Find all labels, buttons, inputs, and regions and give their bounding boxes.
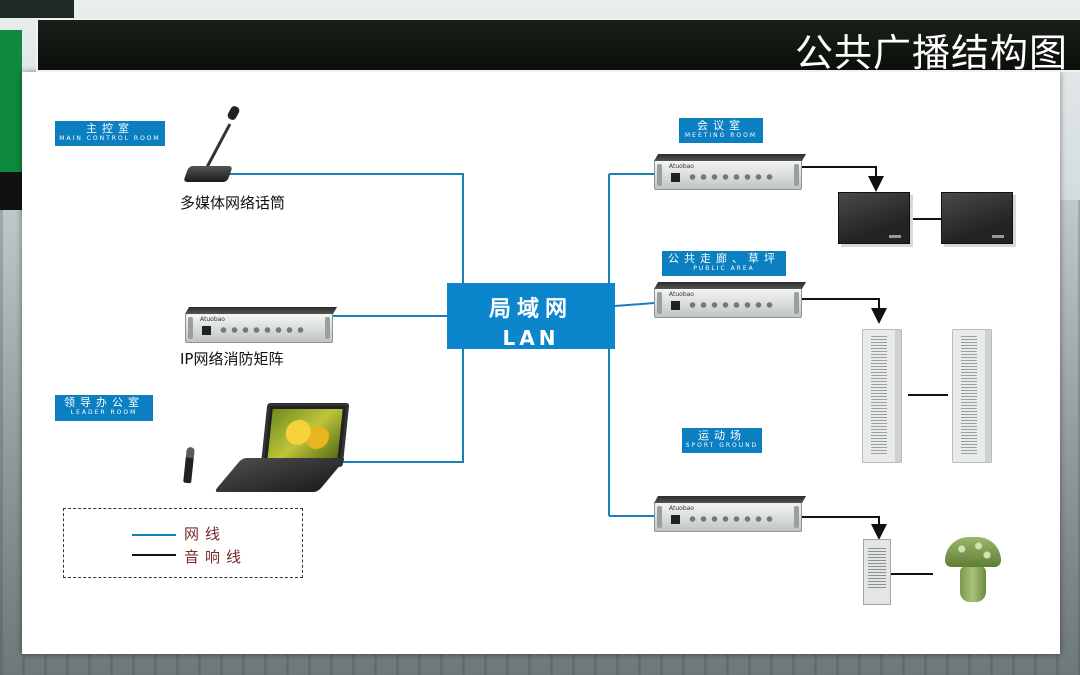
audio-line-sport bbox=[801, 516, 887, 540]
caption-network-microphone: 多媒体网络话筒 bbox=[180, 194, 286, 212]
device-knobs bbox=[218, 326, 308, 334]
tag-main-control-room: 主控室 MAIN CONTROL ROOM bbox=[55, 121, 165, 146]
legend-network-swatch bbox=[132, 534, 176, 536]
dark-accent-top bbox=[0, 0, 74, 18]
lan-hub-cn: 局域网 bbox=[488, 297, 573, 322]
audio-line-public bbox=[801, 298, 887, 324]
column-speaker bbox=[952, 329, 992, 463]
device-knobs bbox=[687, 173, 777, 181]
tag-sport-cn: 运动场 bbox=[698, 429, 746, 442]
legend-network-label: 网线 bbox=[184, 525, 227, 543]
rack-handle bbox=[325, 317, 330, 339]
tag-sport-ground: 运动场 SPORT GROUND bbox=[682, 428, 762, 453]
lawn-speaker-stem bbox=[960, 566, 986, 602]
page-title: 公共广播结构图 bbox=[794, 31, 1068, 75]
amplifier-meeting-room: Atuobao bbox=[654, 160, 802, 190]
network-line-mic bbox=[228, 173, 464, 283]
device-logo: Atuobao bbox=[669, 291, 694, 298]
device-logo: Atuobao bbox=[200, 316, 225, 323]
rack-handle bbox=[657, 292, 662, 314]
tag-public-area: 公共走廊、草坪 PUBLIC AREA bbox=[662, 251, 786, 276]
wall-box-speaker bbox=[838, 192, 910, 244]
rack-handle bbox=[794, 164, 799, 186]
lan-hub-en: LAN bbox=[502, 326, 560, 350]
lawn-mushroom-speaker bbox=[945, 537, 1001, 567]
legend-audio-swatch bbox=[132, 554, 176, 556]
dark-accent-side bbox=[0, 172, 22, 210]
tag-main-control-cn: 主控室 bbox=[86, 122, 134, 135]
rack-handle bbox=[794, 292, 799, 314]
device-logo: Atuobao bbox=[669, 505, 694, 512]
legend: 网线 音响线 bbox=[63, 508, 303, 578]
device-knobs bbox=[687, 515, 777, 523]
device-display bbox=[671, 301, 680, 310]
tag-public-cn: 公共走廊、草坪 bbox=[668, 252, 780, 265]
tag-leader-en: LEADER ROOM bbox=[70, 409, 138, 416]
outdoor-wall-speaker bbox=[863, 539, 891, 605]
device-knobs bbox=[687, 301, 777, 309]
caption-ip-fire-matrix: IP网络消防矩阵 bbox=[180, 350, 284, 368]
rack-handle bbox=[657, 164, 662, 186]
rack-handle bbox=[794, 506, 799, 528]
tag-meeting-room: 会议室 MEETING ROOM bbox=[679, 118, 763, 143]
legend-audio-label: 音响线 bbox=[184, 548, 248, 566]
device-display bbox=[671, 515, 680, 524]
network-line-laptop bbox=[330, 349, 464, 463]
tag-sport-en: SPORT GROUND bbox=[685, 442, 759, 449]
rack-handle bbox=[657, 506, 662, 528]
ip-fire-matrix-unit: Atuobao bbox=[185, 313, 333, 343]
rack-handle bbox=[188, 317, 193, 339]
tag-meeting-en: MEETING ROOM bbox=[684, 132, 758, 139]
tag-meeting-cn: 会议室 bbox=[697, 119, 745, 132]
laptop-wallpaper bbox=[267, 409, 343, 461]
lan-hub: 局域网 LAN bbox=[447, 283, 615, 350]
green-accent-bar bbox=[0, 30, 22, 210]
device-logo: Atuobao bbox=[669, 163, 694, 170]
title-bar: 公共广播结构图 bbox=[36, 18, 1080, 75]
network-line-public bbox=[614, 302, 655, 307]
device-display bbox=[671, 173, 680, 182]
tag-public-en: PUBLIC AREA bbox=[693, 265, 755, 272]
tag-leader-room: 领导办公室 LEADER ROOM bbox=[55, 395, 153, 421]
desk-microphone-base bbox=[183, 166, 233, 182]
amplifier-sport-ground: Atuobao bbox=[654, 502, 802, 532]
audio-line-meeting bbox=[801, 166, 884, 192]
device-display bbox=[202, 326, 211, 335]
tag-main-control-en: MAIN CONTROL ROOM bbox=[59, 135, 161, 142]
column-speaker bbox=[862, 329, 902, 463]
wall-box-speaker bbox=[941, 192, 1013, 244]
amplifier-public-area: Atuobao bbox=[654, 288, 802, 318]
tag-leader-cn: 领导办公室 bbox=[64, 396, 144, 409]
